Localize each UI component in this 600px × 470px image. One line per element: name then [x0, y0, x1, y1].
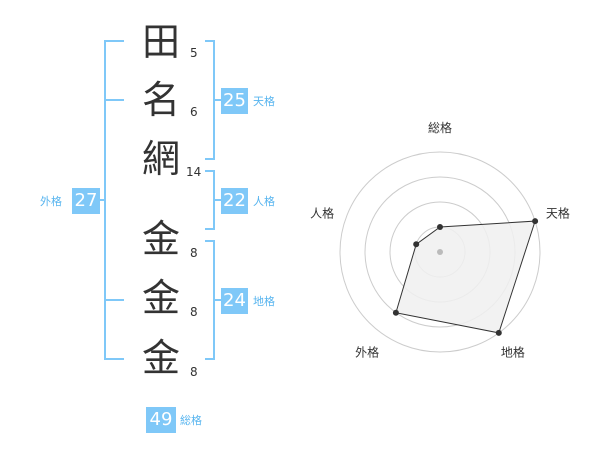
radar-point-4: [392, 309, 399, 316]
radar-axis-label-2: 天格: [546, 206, 570, 221]
jinkaku-bracket: [205, 170, 215, 230]
radar-data-polygon: [395, 220, 536, 334]
gaikaku-tick-1: [104, 99, 124, 101]
chikaku-badge: 24: [221, 288, 248, 314]
name-char-4: 金: [141, 217, 180, 261]
radar-axis-label-4: 外格: [355, 344, 379, 359]
gaikaku-label: 外格: [40, 195, 62, 208]
radar-point-5: [413, 241, 420, 248]
soukaku-label: 総格: [180, 414, 202, 427]
jinkaku-bracket-tick: [215, 199, 221, 201]
name-char-3: 網: [141, 137, 180, 181]
radar-point-2: [532, 218, 539, 225]
stroke-count-4: 8: [190, 246, 198, 260]
stroke-count-6: 8: [190, 365, 198, 379]
radar-axis-label-5: 人格: [310, 206, 334, 221]
chikaku-bracket-tick: [215, 299, 221, 301]
gaikaku-tick-2: [104, 299, 124, 301]
gaikaku-badge: 27: [72, 188, 100, 214]
chikaku-label: 地格: [253, 295, 275, 308]
jinkaku-badge: 22: [221, 188, 248, 214]
soukaku-badge: 49: [146, 407, 176, 433]
gaikaku-stub: [100, 199, 106, 201]
jinkaku-label: 人格: [253, 195, 275, 208]
tenkaku-label: 天格: [253, 95, 275, 108]
tenkaku-bracket: [205, 40, 215, 160]
stroke-count-2: 6: [190, 105, 198, 119]
radar-point-3: [495, 329, 502, 336]
name-char-6: 金: [141, 336, 180, 380]
stroke-count-1: 5: [190, 46, 198, 60]
radar-grid-ring-4: [339, 151, 541, 353]
name-char-5: 金: [141, 276, 180, 320]
tenkaku-badge: 25: [221, 88, 248, 114]
stroke-count-3: 14: [186, 165, 202, 179]
radar-center-dot: [437, 249, 443, 255]
stroke-count-5: 8: [190, 305, 198, 319]
name-char-2: 名: [141, 78, 180, 122]
tenkaku-bracket-tick: [215, 99, 221, 101]
name-char-1: 田: [141, 20, 180, 64]
radar-axis-label-1: 総格: [428, 120, 452, 135]
chikaku-bracket: [205, 240, 215, 360]
gaikaku-bracket: [104, 40, 124, 360]
radar-axis-label-3: 地格: [501, 344, 525, 359]
radar-point-1: [437, 224, 443, 230]
